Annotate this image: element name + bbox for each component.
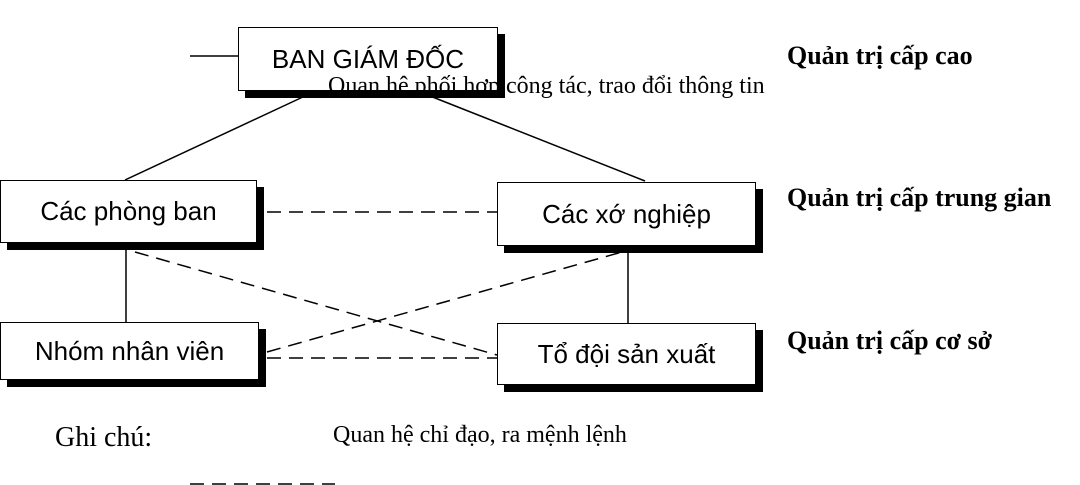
level-middle-label: Quản trị cấp trung gian — [787, 183, 1052, 212]
level-senior-label: Quản trị cấp cao — [787, 41, 973, 70]
staff-group-label: Nhóm nhân viên — [34, 335, 225, 366]
top-management-label: BAN GIÁM ĐỐC — [271, 43, 465, 74]
legend-solid-label: Quan hệ chỉ đạo, ra mệnh lệnh — [333, 422, 627, 448]
departments-label: Các phòng ban — [40, 196, 217, 226]
enterprises-label: Các xớ nghiệp — [542, 198, 711, 229]
dashed-staff-enterprises — [266, 251, 623, 353]
departments-box: Các phòng ban — [0, 180, 257, 243]
enterprises-box: Các xớ nghiệp — [497, 182, 756, 246]
top-management-box: BAN GIÁM ĐỐC — [238, 27, 498, 91]
production-team-label: Tổ đội sản xuất — [537, 338, 716, 369]
legend-title: Ghi chú: — [55, 422, 153, 453]
level-base-label: Quản trị cấp cơ sở — [787, 326, 993, 355]
line-top-to-departments — [124, 95, 306, 181]
line-top-to-enterprises — [429, 95, 646, 182]
production-team-box: Tổ đội sản xuất — [497, 323, 756, 385]
legend-dashed-label: Quan hệ phối hợp công tác, trao đổi thôn… — [328, 73, 765, 99]
staff-group-box: Nhóm nhân viên — [0, 322, 259, 380]
dashed-departments-team — [134, 251, 498, 356]
